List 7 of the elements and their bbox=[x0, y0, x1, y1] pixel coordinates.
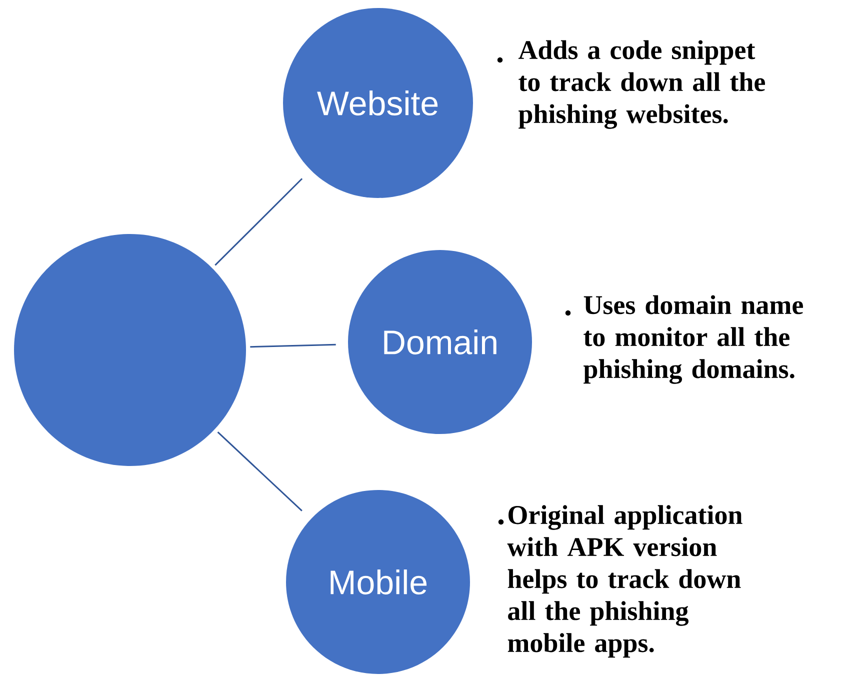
circle-shape bbox=[14, 234, 246, 466]
bullet-text: Original application with APK version helps to track down all the phishing mobile apps. bbox=[507, 505, 742, 658]
bullet-text: Adds a code snippet to track down all the phishing websites. bbox=[518, 40, 765, 129]
connector-line bbox=[250, 344, 336, 348]
bullet-text: Uses domain name to monitor all the phishing domains. bbox=[584, 295, 803, 384]
connector-line bbox=[214, 178, 303, 266]
connector-line bbox=[217, 432, 302, 512]
